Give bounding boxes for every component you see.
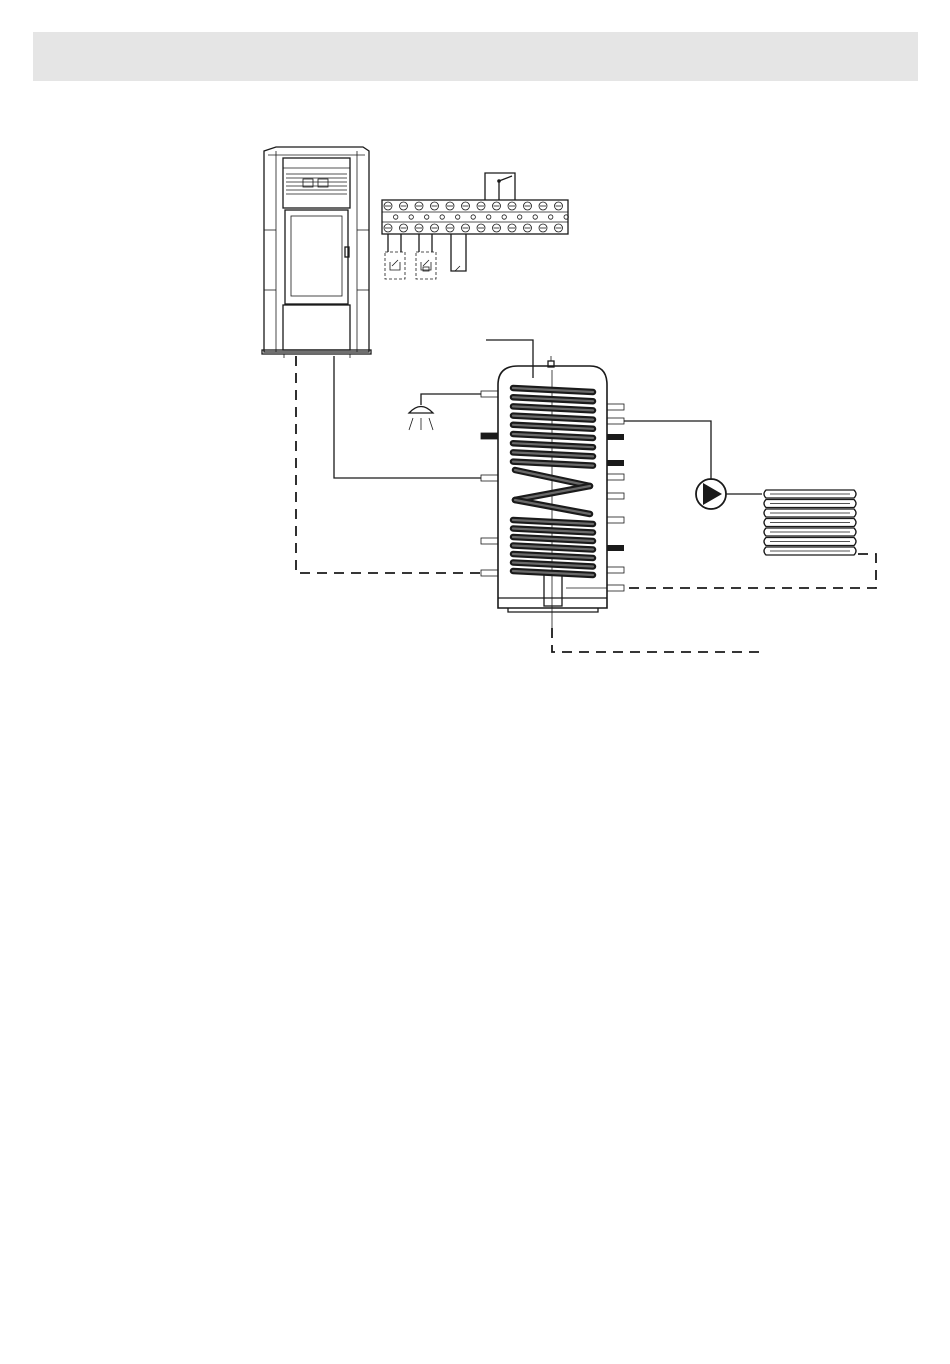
terminal-screw bbox=[431, 202, 445, 232]
radiator-section bbox=[764, 490, 856, 498]
shower-icon bbox=[409, 394, 481, 430]
terminal-screw bbox=[415, 202, 429, 232]
terminal-screw bbox=[446, 202, 460, 232]
return-pipe bbox=[296, 356, 481, 573]
terminal-screw bbox=[462, 202, 476, 232]
radiator-section bbox=[764, 547, 856, 555]
radiator-icon bbox=[764, 490, 856, 555]
radiator-section bbox=[764, 509, 856, 517]
terminal-screw bbox=[539, 202, 553, 232]
pump-icon bbox=[696, 479, 726, 509]
terminal-screw bbox=[493, 202, 507, 232]
terminal-screw bbox=[555, 202, 569, 232]
thermostat-icon bbox=[385, 234, 436, 279]
relay-contact bbox=[485, 173, 515, 200]
radiator-section bbox=[764, 528, 856, 536]
terminal-screw bbox=[477, 202, 491, 232]
radiator-return-pipe bbox=[624, 554, 876, 588]
radiator-section bbox=[764, 500, 856, 508]
flow-pipe bbox=[334, 356, 481, 478]
heating-flow-pipe bbox=[624, 421, 711, 480]
sensor-lead bbox=[486, 340, 533, 378]
stove-icon bbox=[262, 147, 371, 358]
external-contact bbox=[451, 234, 466, 271]
terminal-screw bbox=[384, 202, 398, 232]
terminal-block-icon bbox=[382, 200, 568, 234]
radiator-section bbox=[764, 519, 856, 527]
cold-water-inlet bbox=[552, 628, 764, 652]
terminal-screw bbox=[524, 202, 538, 232]
radiator-section bbox=[764, 538, 856, 546]
terminal-screw bbox=[400, 202, 414, 232]
storage-tank-icon bbox=[481, 356, 624, 628]
terminal-screw bbox=[508, 202, 522, 232]
